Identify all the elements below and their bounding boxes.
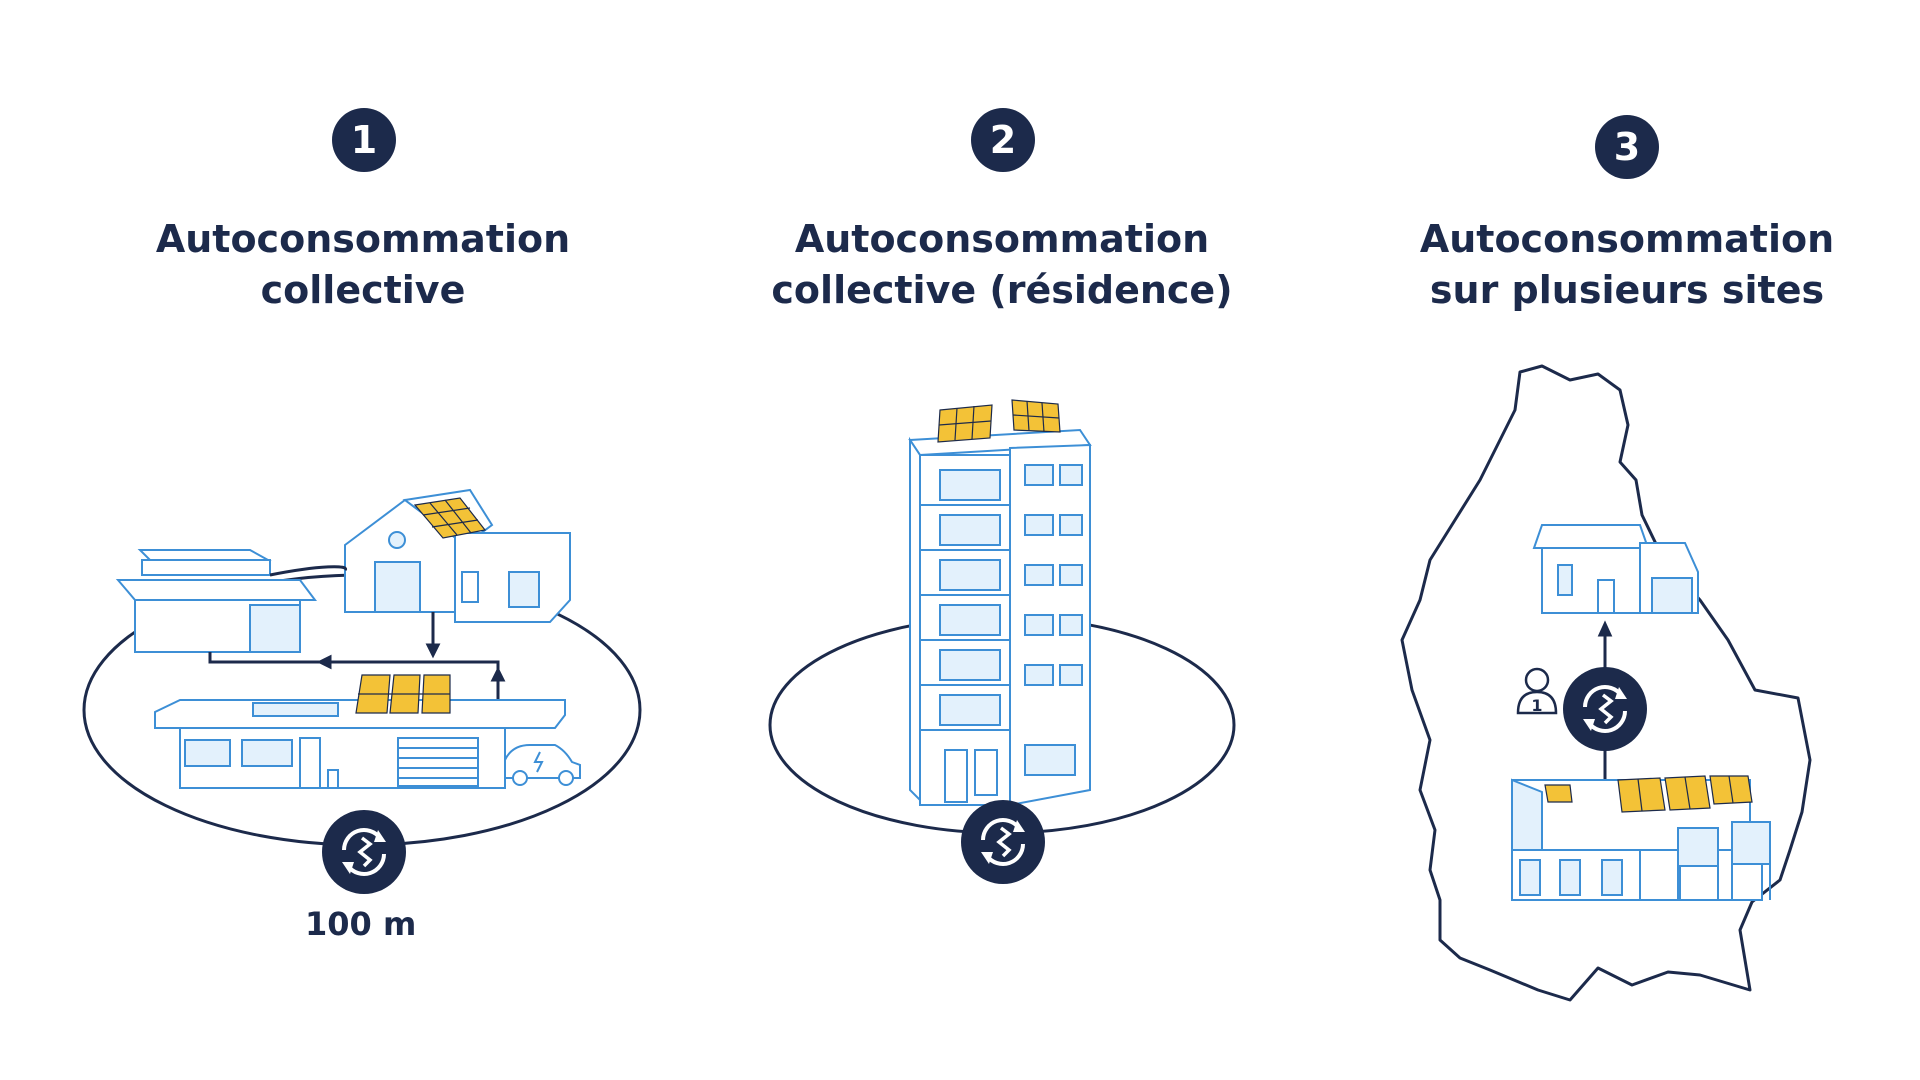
panel-title-2-line2: collective (résidence) <box>771 268 1233 312</box>
panel-title-1-line2: collective <box>260 268 466 312</box>
country-outline <box>1400 364 1812 1002</box>
panel-multi-site: 3 Autoconsommation sur plusieurs sites 1 <box>1280 0 1920 1080</box>
residential-house <box>1532 524 1699 614</box>
step-badge-2: 2 <box>971 108 1035 172</box>
apartment-illustration <box>768 399 1236 835</box>
bottom-house-solar-panels <box>355 674 451 714</box>
left-house <box>115 549 317 653</box>
step-badge-3: 3 <box>1595 115 1659 179</box>
top-house-solar-panel <box>413 497 487 539</box>
person-count: 1 <box>1531 696 1542 715</box>
panel-residence: 2 Autoconsommation collective (résidence… <box>640 0 1280 1080</box>
panel-title-3-line2: sur plusieurs sites <box>1429 268 1825 312</box>
electric-car <box>504 744 581 786</box>
panel-title-2: Autoconsommation collective (résidence) <box>742 214 1262 316</box>
apartment-building <box>908 428 1092 807</box>
panel-title-1-line1: Autoconsommation <box>155 217 571 261</box>
energy-exchange-icon <box>322 810 406 894</box>
energy-exchange-icon <box>961 800 1045 884</box>
panel-collective: 1 Autoconsommation collective <box>0 0 642 1080</box>
distance-label: 100 m <box>305 905 417 943</box>
factory-solar-panels <box>1544 775 1753 813</box>
panel-title-3: Autoconsommation sur plusieurs sites <box>1367 214 1887 316</box>
panel-title-2-line1: Autoconsommation <box>794 217 1210 261</box>
bottom-house <box>154 699 566 789</box>
energy-flow-lines <box>208 565 506 700</box>
country-map-illustration: 1 <box>1400 364 1812 1002</box>
panel-title-1: Autoconsommation collective <box>103 214 623 316</box>
person-icon <box>1516 667 1558 715</box>
panel-title-3-line1: Autoconsommation <box>1419 217 1835 261</box>
step-badge-1: 1 <box>332 108 396 172</box>
energy-exchange-icon <box>1563 667 1647 751</box>
industrial-building <box>1511 778 1771 901</box>
rooftop-solar-panels <box>937 399 1061 443</box>
neighborhood-illustration <box>82 488 642 847</box>
